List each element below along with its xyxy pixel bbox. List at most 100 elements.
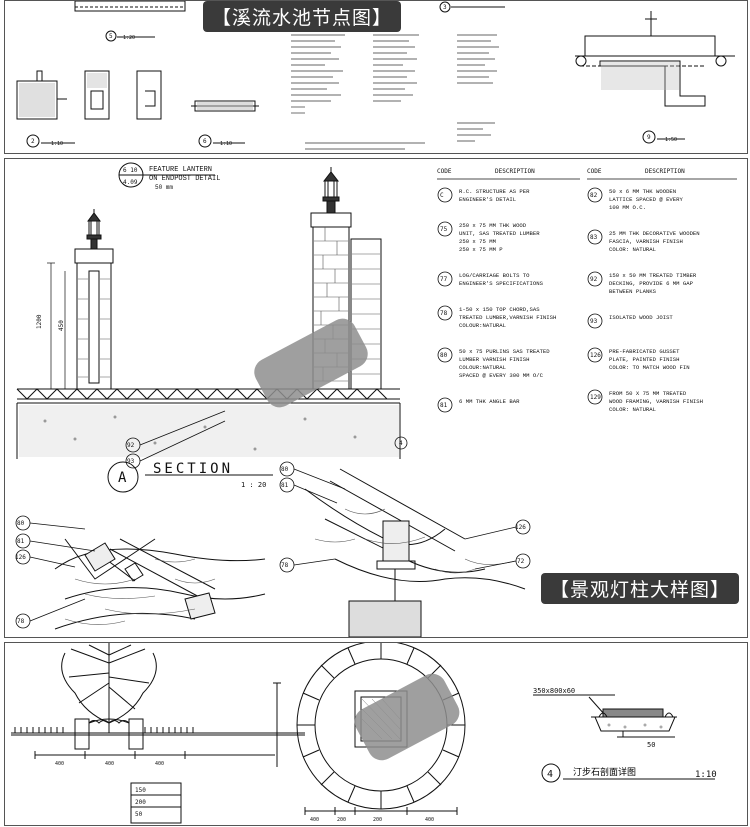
table-left-row-line: SPACED @ EVERY 300 MM O/C (459, 372, 544, 379)
table-left-row-line: R.C. STRUCTURE AS PER (459, 188, 530, 195)
table-right-row-code-circle (587, 389, 603, 405)
table-right-row-code-circle (587, 313, 603, 329)
table-left-row-line: 1-50 x 150 TOP CHORD,SAS (459, 306, 540, 313)
table-right-row-code-circle (587, 187, 603, 203)
table-right-header-code: CODE (587, 168, 602, 175)
table-right-row-code-circle (587, 271, 603, 287)
table-left-header-desc: DESCRIPTION (495, 168, 535, 175)
callout-81-left: 81 (17, 538, 25, 545)
lamp-post-banner: 【景观灯柱大样图】 (541, 573, 740, 604)
lantern-right (322, 167, 340, 214)
dim-left-3: 400 (155, 761, 164, 767)
callout-126-left: 126 (15, 554, 26, 561)
callout-93: 93 (127, 458, 135, 465)
detail-id-2: 2 (31, 138, 35, 145)
detail-id-3: 3 (443, 4, 447, 11)
pond-detail-drawing: 1:20 5 2 6 3 9 1:10 1:10 1:50 (16, 1, 735, 150)
section-word: SECTION (153, 461, 233, 477)
detail-title: 汀步石剖面详图 (573, 766, 636, 778)
dim-right-4: 400 (425, 817, 434, 823)
table-left-row-code: 75 (440, 226, 448, 233)
table-right-row-line: 50 x 6 MM THK WOODEN (609, 188, 676, 195)
table-right-row-line: 25 MM THK DECORATIVE WOODEN (609, 230, 700, 237)
dim-left-2: 400 (105, 761, 114, 767)
table-right-row-code: 82 (590, 192, 598, 199)
table-left-row-line: 250 x 75 MM THK WOOD (459, 222, 527, 229)
dim-right-3: 200 (373, 817, 382, 823)
table-left-row-line: COLOUR:NATURAL (459, 364, 506, 371)
table-left-row-code-circle (437, 221, 453, 237)
table-left-row-code-circle (437, 187, 453, 203)
scale-label: 1:20 (123, 35, 135, 41)
stepping-stone-panel: 400 400 400 150 200 50 400 200 (4, 642, 748, 826)
callout-72: 72 (517, 558, 525, 565)
tree-illustration (61, 643, 157, 733)
lantern-title: FEATURE LANTERN (149, 166, 212, 174)
table-left-row-line: 6 MM THK ANGLE BAR (459, 398, 520, 405)
table-left-row-line: 50 x 75 PURLINS SAS TREATED (459, 348, 550, 355)
dim-left-1: 400 (55, 761, 64, 767)
detail-id-5: 5 (109, 33, 113, 40)
table-left-row-code: 78 (440, 310, 448, 317)
table-right-row-line: LATTICE SPACED @ EVERY (609, 196, 683, 203)
detail-number: 4 (547, 769, 553, 780)
table-right-row-line: COLOR: TO MATCH WOOD FIN (609, 364, 690, 371)
table-left-row-code: 77 (440, 276, 448, 283)
callout-92: 92 (127, 442, 135, 449)
table-right-row-code-circle (587, 229, 603, 245)
table-right-row-line: PRE-FABRICATED GUSSET (609, 348, 680, 355)
pond-detail-banner: 【溪流水池节点图】 (203, 1, 402, 32)
table-left-row-line: 250 x 75 MM (459, 238, 496, 245)
scale-label-4: 1:50 (665, 137, 677, 143)
table-left-row-code: 81 (440, 402, 448, 409)
table-right-row-code: 92 (590, 276, 598, 283)
detail-id-9: 9 (647, 134, 651, 141)
scale-label-3: 1:10 (220, 141, 232, 147)
lamp-post-drawing: 6 10 4.09 FEATURE LANTERN ON ENDPOST DET… (15, 162, 737, 637)
table-left-row-code-circle (437, 347, 453, 363)
lamp-post-panel: 6 10 4.09 FEATURE LANTERN ON ENDPOST DET… (4, 158, 748, 638)
table-left-row-code-circle (437, 397, 453, 413)
table-left-row-code-circle (437, 271, 453, 287)
section-letter: A (118, 470, 127, 486)
table-left-row-line: COLOUR:NATURAL (459, 322, 506, 329)
lantern-left (86, 209, 102, 250)
table-right-row-line: 100 MM O.C. (609, 204, 646, 211)
detail-scale: 1:10 (695, 770, 717, 780)
table-right-row-line: WOOD FRAMING, VARNISH FINISH (609, 398, 703, 405)
top-drawing-panel: 1:20 5 2 6 3 9 1:10 1:10 1:50 【溪流水池节点图】 (4, 0, 748, 154)
callout-126-right: 126 (515, 524, 526, 531)
table-left-row-line: LUMBER VARNISH FINISH (459, 356, 530, 363)
lantern-scale: 50 mm (155, 184, 173, 191)
callout-81-right: 81 (281, 482, 289, 489)
stone-size-label: 350x800x60 (533, 687, 575, 695)
table-left-row-code-circle (437, 305, 453, 321)
callout-80-left: 80 (17, 520, 25, 527)
callout-78-left: 78 (17, 618, 25, 625)
table-right-row-line: 150 x 50 MM TREATED TIMBER (609, 272, 697, 279)
table-left-row-code: C (440, 192, 444, 199)
table-right-row-line: FASCIA, VARNISH FINISH (609, 238, 683, 245)
layer-2: 200 (135, 799, 146, 806)
stone-section (533, 694, 715, 783)
table-left-row-line: TREATED LUMBER,VARNISH FINISH (459, 314, 556, 321)
table-right-row-code: 129 (590, 394, 601, 401)
table-left-header-code: CODE (437, 168, 452, 175)
dim-right-1: 400 (310, 817, 319, 823)
table-right-row-code: 93 (590, 318, 598, 325)
dim-height: 1200 (36, 314, 43, 329)
scale-label-2: 1:10 (51, 141, 63, 147)
callout-bottom: 4.09 (123, 179, 138, 186)
layer-3: 50 (135, 811, 143, 818)
table-right-row-line: DECKING, PROVIDE 6 MM GAP (609, 280, 694, 287)
callout-top: 6 10 (123, 167, 138, 174)
table-right-header-desc: DESCRIPTION (645, 168, 685, 175)
detail-id-6: 6 (203, 138, 207, 145)
section-scale: 1 : 20 (241, 481, 266, 489)
lantern-sub: ON ENDPOST DETAIL (149, 175, 220, 183)
callout-80-right: 80 (281, 466, 289, 473)
dim-inner: 450 (58, 320, 65, 331)
table-right-row-line: BETWEEN PLANKS (609, 288, 657, 295)
